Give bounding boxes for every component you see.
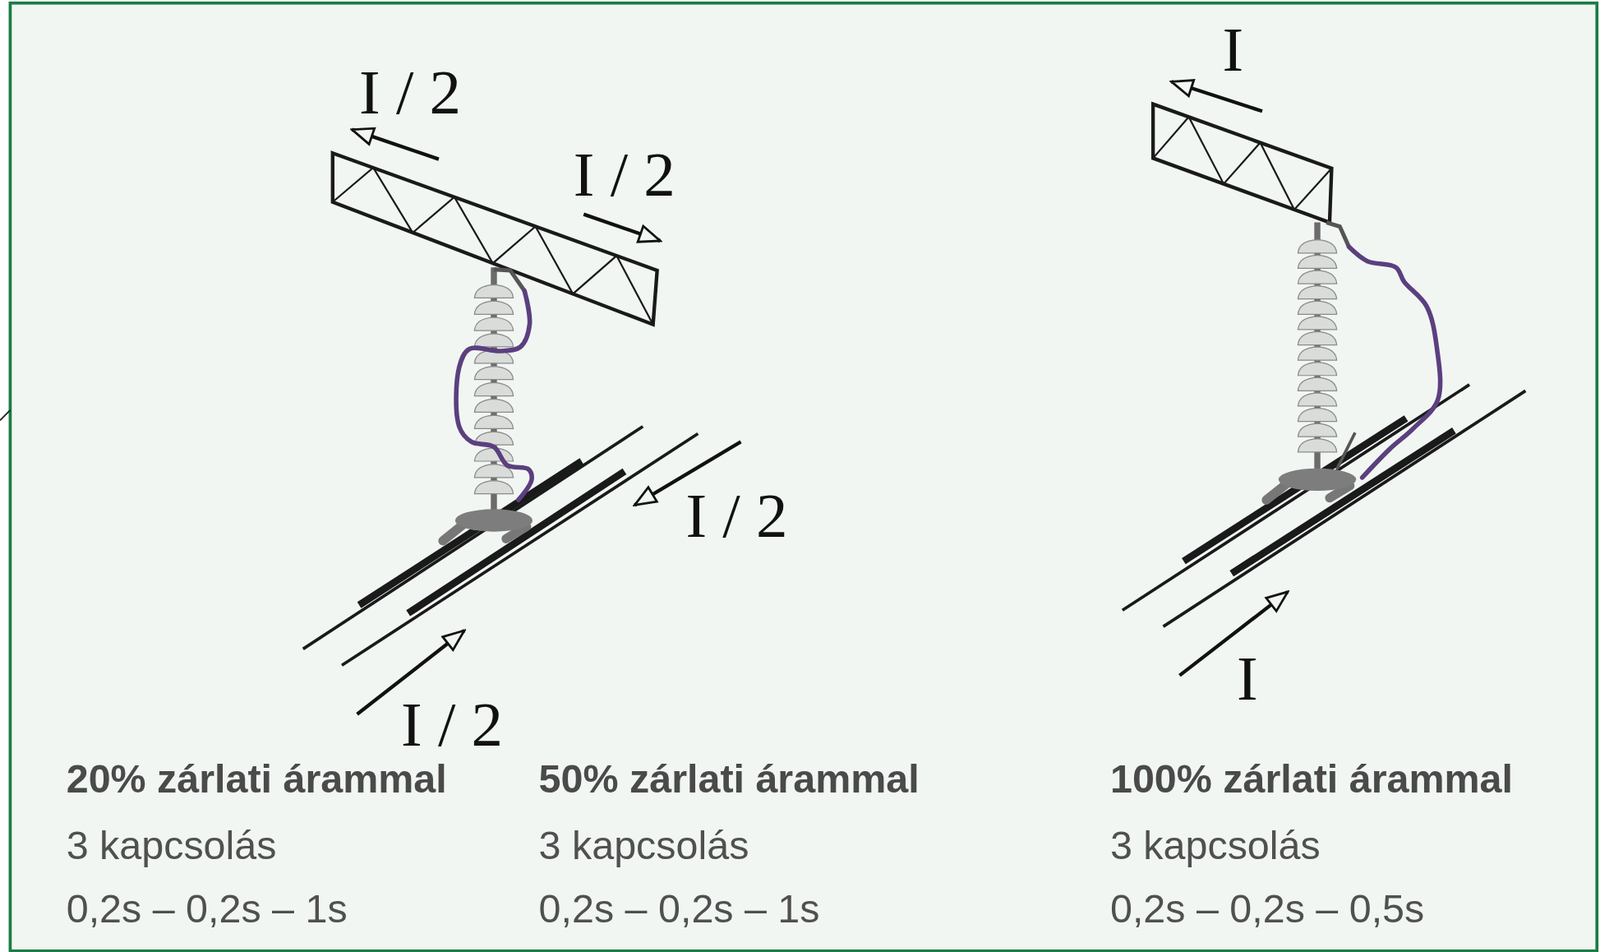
current-arrow	[1179, 591, 1288, 676]
insulator-disc	[474, 398, 513, 412]
insulator-disc	[1297, 300, 1337, 314]
insulator-disc	[1297, 285, 1337, 300]
conductor	[1163, 390, 1527, 627]
insulator-disc	[1297, 362, 1337, 376]
current-label: I	[1236, 645, 1259, 710]
insulator-disc	[1297, 377, 1337, 391]
insulator-disc	[474, 300, 513, 314]
insulator-disc	[474, 284, 513, 298]
insulator-disc	[474, 333, 513, 347]
current-arrow	[351, 129, 439, 160]
insulator-disc	[1297, 254, 1337, 268]
timing: 0,2s – 0,2s – 0,5s	[1110, 889, 1425, 929]
case-heading: 20% zárlati árammal	[66, 759, 448, 799]
switching-count: 3 kapcsolás	[539, 825, 750, 866]
left-assembly	[303, 152, 699, 665]
current-label: I	[1222, 17, 1245, 81]
insulator-disc	[1297, 239, 1337, 254]
case-heading: 50% zárlati árammal	[539, 759, 920, 799]
current-arrow	[583, 214, 660, 241]
lattice	[1152, 116, 1332, 210]
right-assembly	[1122, 104, 1526, 627]
clamp	[1266, 483, 1287, 500]
insulator-disc	[1297, 270, 1337, 284]
current-label: I / 2	[401, 691, 503, 756]
insulator-base	[1278, 468, 1356, 491]
wire-end	[1326, 222, 1349, 248]
timing: 0,2s – 0,2s – 1s	[66, 889, 348, 929]
clamp	[442, 524, 464, 541]
current-arrow	[1171, 81, 1263, 111]
insulator-disc	[474, 414, 513, 429]
timing: 0,2s – 0,2s – 1s	[539, 889, 821, 929]
insulator-disc	[1297, 423, 1337, 437]
conductor-sleeve	[359, 461, 582, 605]
insulator-disc	[1297, 438, 1337, 452]
conductor-sleeve	[1231, 430, 1455, 574]
insulator-disc	[1297, 407, 1337, 421]
wire-end	[493, 269, 525, 291]
current-label: I / 2	[685, 483, 788, 547]
insulator-disc	[474, 317, 513, 331]
current-label: I / 2	[573, 142, 676, 206]
switching-count: 3 kapcsolás	[1110, 825, 1321, 866]
insulator-base	[455, 508, 533, 531]
conductor-sleeve	[408, 470, 625, 614]
crossarm	[1152, 104, 1332, 223]
frame	[9, 3, 1597, 951]
insulator-disc	[1297, 316, 1337, 330]
insulator-disc	[1297, 346, 1337, 360]
switching-count: 3 kapcsolás	[66, 825, 277, 866]
case-heading: 100% zárlati árammal	[1110, 759, 1513, 799]
conductor	[303, 426, 643, 650]
earthing-wire	[1349, 246, 1441, 478]
earthing-wire	[456, 290, 532, 500]
wire-end	[1337, 432, 1356, 470]
insulator-disc	[474, 480, 513, 494]
insulator-disc	[474, 366, 513, 380]
insulator-disc	[1297, 392, 1337, 406]
insulator-disc	[474, 382, 513, 396]
conductor	[1122, 384, 1470, 610]
insulator-disc	[1297, 331, 1337, 345]
current-label: I / 2	[359, 59, 462, 124]
edge-tick	[0, 410, 10, 420]
